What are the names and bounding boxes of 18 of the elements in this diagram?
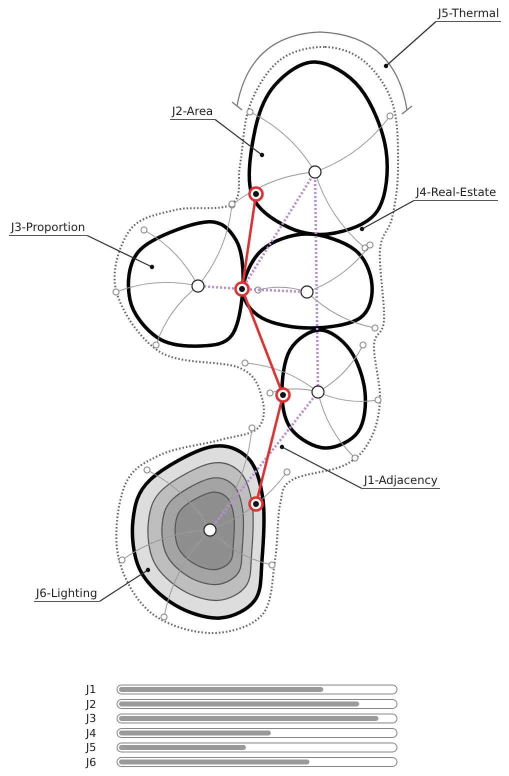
callout-label: J2-Area xyxy=(170,104,216,120)
callout-label: J6-Lighting xyxy=(34,586,100,602)
leader-line xyxy=(99,568,150,602)
row-label: J4 xyxy=(86,726,96,740)
callout-label: J3-Proportion xyxy=(9,220,88,236)
row-label: J5 xyxy=(86,741,96,754)
callout-label: J5-Thermal xyxy=(436,6,502,22)
leader-line xyxy=(86,234,154,270)
leader-line xyxy=(360,200,414,232)
leader-line xyxy=(384,21,436,68)
row-label: J1 xyxy=(86,683,96,696)
callout-label: J4-Real-Estate xyxy=(414,185,498,201)
callout-label: J1-Adjacency xyxy=(362,473,440,489)
leader-line xyxy=(280,444,362,490)
row-label: J2 xyxy=(86,698,96,710)
leader-line xyxy=(214,119,264,158)
row-label: J6 xyxy=(86,756,96,768)
row-label: J3 xyxy=(86,712,96,725)
